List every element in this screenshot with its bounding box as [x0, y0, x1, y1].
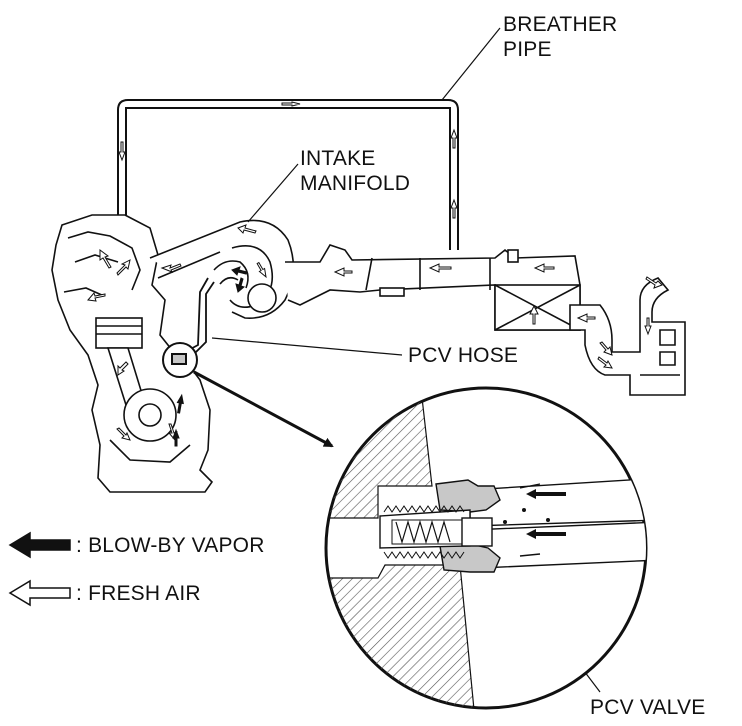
- duct-flow-arrows: [333, 263, 555, 325]
- pcv-valve-label: PCV VALVE: [590, 696, 706, 719]
- intake-duct: [285, 244, 581, 331]
- intake-manifold: [149, 219, 295, 319]
- pcv-valve-location: [162, 342, 198, 378]
- breather-flow-arrows: [118, 101, 458, 219]
- air-inlet-duct: [569, 277, 686, 396]
- legend-fresh-air-label: : FRESH AIR: [76, 582, 201, 605]
- engine-vapor-arrows: [172, 393, 184, 447]
- zoom-pointer-arrow: [193, 370, 334, 448]
- manifold-flow-arrows: [160, 224, 267, 279]
- manifold-vapor-arrows: [231, 266, 248, 293]
- engine-block: [51, 214, 214, 493]
- inlet-flow-arrows: [576, 276, 663, 369]
- breather-pipe-label: BREATHER PIPE: [503, 13, 618, 61]
- legend-blow-by-label: : BLOW-BY VAPOR: [76, 534, 265, 557]
- pcv-hose-label: PCV HOSE: [408, 344, 519, 367]
- intake-manifold-label: INTAKE MANIFOLD: [300, 147, 411, 195]
- breather-pipe: [117, 99, 459, 250]
- legend-fresh-air-arrow: [8, 579, 71, 607]
- legend-blow-by-arrow: [8, 531, 71, 559]
- pcv-valve-closeup: [324, 386, 648, 710]
